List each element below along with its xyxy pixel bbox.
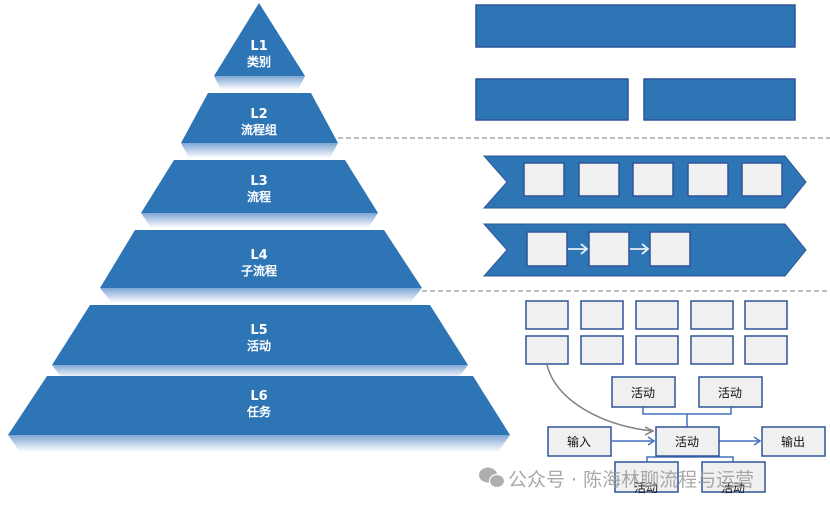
bottom-activity-box-1 — [614, 461, 679, 493]
activity-grid-box — [635, 335, 679, 365]
zoom-in-curve-arrow — [546, 364, 653, 432]
pyramid-level-4-reflection — [100, 288, 422, 303]
pyramid-level-4 — [100, 230, 422, 288]
pyramid: L1 类别 L2 流程组 L3 流程 L4 子流程 L5 活动 L6 任务 — [8, 3, 510, 452]
activity-grid-box — [525, 300, 569, 330]
subprocess-step-box — [526, 231, 568, 267]
activity-grid — [525, 300, 788, 365]
level-1-code: L1 — [250, 39, 267, 54]
top-activity-label-2: 活动 — [718, 386, 742, 400]
activity-grid-box — [580, 300, 624, 330]
subprocess-step-box — [649, 231, 691, 267]
subprocess-steps — [526, 231, 691, 267]
input-label: 输入 — [567, 434, 591, 449]
pyramid-level-6-reflection — [8, 435, 510, 452]
process-steps — [523, 162, 783, 197]
bottom-activity-box-2 — [701, 461, 766, 493]
activity-grid-box — [690, 335, 734, 365]
activity-grid-box — [580, 335, 624, 365]
pyramid-level-3-reflection — [141, 213, 378, 228]
level-6-code: L6 — [250, 389, 267, 404]
process-group-block — [475, 78, 629, 121]
level-3-code: L3 — [250, 174, 267, 189]
bottom-activity-label-2: 活动 — [721, 481, 745, 495]
subprocess-step-box — [588, 231, 630, 267]
level-3-name: 流程 — [247, 189, 271, 204]
pyramid-level-1-reflection — [214, 76, 305, 90]
process-group-block — [643, 78, 796, 121]
curve-arrowhead-icon — [644, 426, 655, 436]
process-step-box — [687, 162, 729, 197]
arrow-right-icon — [568, 243, 589, 255]
level-1-name: 类别 — [247, 54, 271, 69]
process-step-box — [578, 162, 620, 197]
level-6-name: 任务 — [246, 404, 272, 419]
pyramid-level-2-reflection — [181, 143, 338, 158]
pyramid-level-6 — [8, 376, 510, 435]
process-step-box — [632, 162, 674, 197]
arrow-activity-to-output — [719, 436, 762, 446]
activity-grid-box — [690, 300, 734, 330]
activity-connectors — [642, 407, 734, 462]
process-step-box — [523, 162, 565, 197]
arrow-right-icon — [630, 243, 650, 255]
center-activity-box — [655, 426, 720, 457]
activity-grid-box — [744, 335, 788, 365]
top-activity-label-1: 活动 — [631, 386, 655, 400]
level-4-name: 子流程 — [241, 263, 277, 278]
top-activity-box-2 — [698, 376, 763, 408]
activity-grid-box — [525, 335, 569, 365]
pyramid-level-3 — [141, 160, 378, 213]
level-2-name: 流程组 — [241, 122, 277, 137]
pyramid-level-5 — [52, 305, 468, 365]
category-block — [475, 4, 796, 48]
watermark-text: 公众号 · 陈海林聊流程与运营 — [508, 469, 754, 491]
process-step-box — [741, 162, 783, 197]
wechat-icon — [479, 467, 506, 489]
center-activity-label: 活动 — [675, 435, 699, 449]
input-box — [547, 426, 612, 457]
bottom-activity-label-1: 活动 — [634, 481, 658, 495]
level-2-code: L2 — [250, 107, 267, 122]
watermark: 公众号 · 陈海林聊流程与运营 — [479, 467, 754, 491]
activity-grid-box — [744, 300, 788, 330]
pyramid-level-1 — [214, 3, 305, 76]
output-box — [761, 426, 826, 457]
level-5-code: L5 — [250, 323, 267, 338]
arrow-input-to-activity — [612, 436, 656, 446]
output-label: 输出 — [781, 434, 805, 449]
pyramid-level-5-reflection — [52, 365, 468, 378]
level-5-name: 活动 — [247, 338, 271, 353]
level-4-code: L4 — [250, 248, 267, 263]
pyramid-level-2 — [181, 93, 338, 143]
activity-grid-box — [635, 300, 679, 330]
top-activity-box-1 — [611, 376, 676, 408]
